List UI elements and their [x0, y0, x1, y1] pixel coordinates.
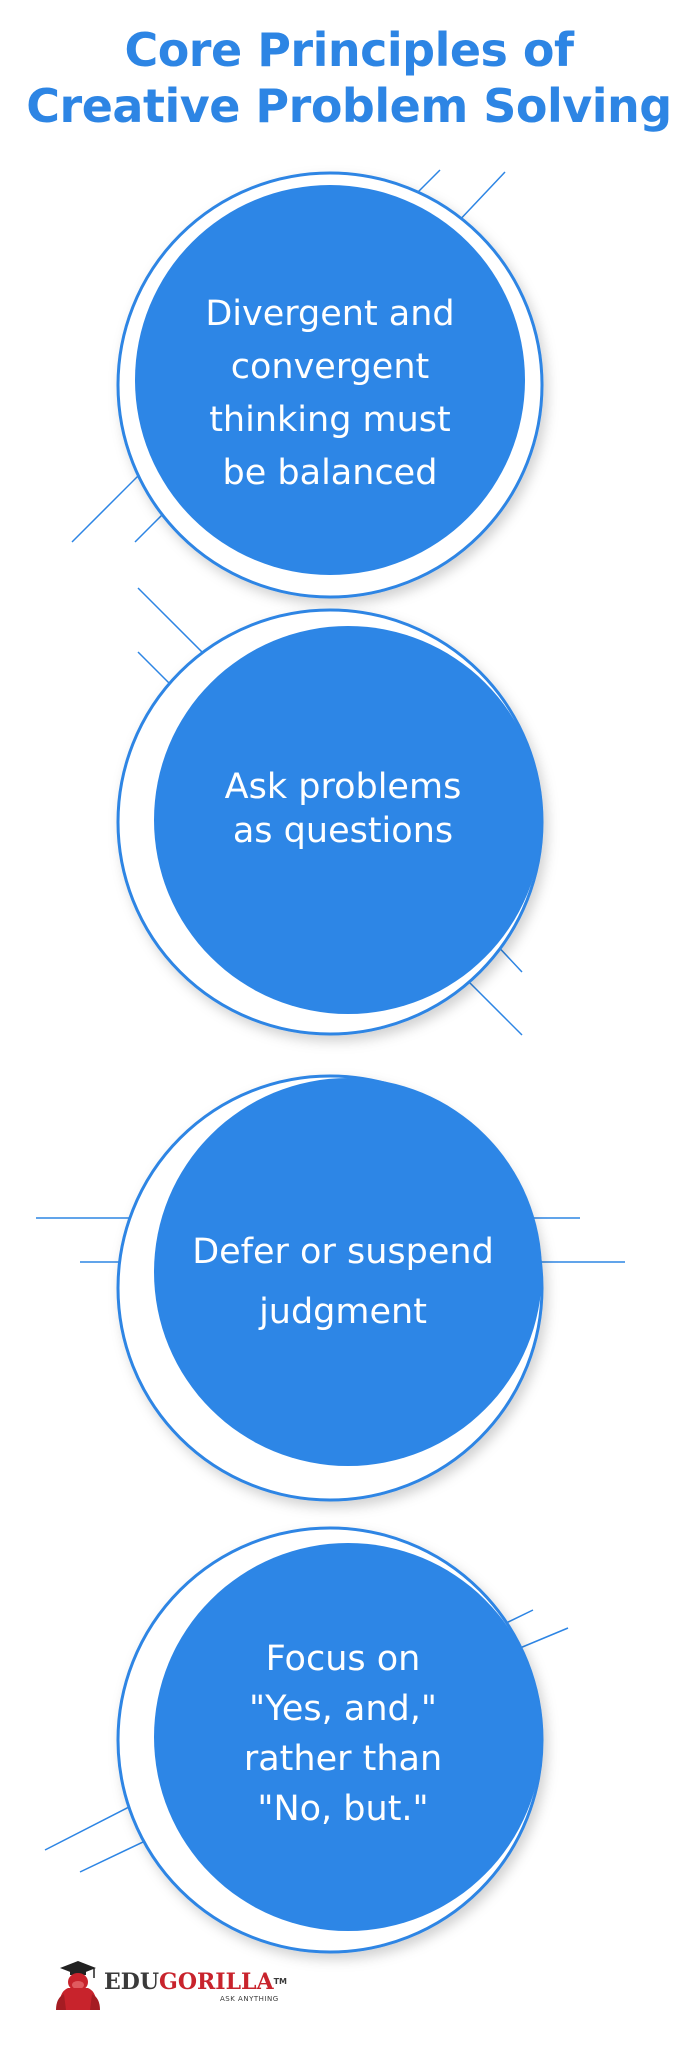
principle-1-line-3: thinking must	[209, 400, 451, 440]
deco-line	[454, 171, 506, 226]
brand-name-part-1: EDU	[104, 1969, 160, 1995]
principle-4-line-1: Focus on	[265, 1639, 421, 1679]
brand-name: EDUGORILLATM	[104, 1970, 287, 1994]
brand-tagline: ASK ANYTHING	[220, 1995, 279, 2003]
principle-4-line-3: rather than	[243, 1739, 443, 1779]
principle-3-line-2: judgment	[259, 1292, 427, 1332]
principle-text-2: Ask problems as questions	[143, 765, 543, 853]
gorilla-graduate-icon	[56, 1961, 100, 2010]
principle-text-3: Defer or suspend judgment	[143, 1222, 543, 1342]
trademark-mark: TM	[273, 1977, 288, 1986]
principle-2-line-1: Ask problems	[224, 767, 462, 807]
principle-card-1	[71, 169, 544, 599]
principle-text-1: Divergent and convergent thinking must b…	[130, 288, 530, 500]
principle-circle	[154, 1543, 542, 1931]
page-title: Core Principles of Creative Problem Solv…	[0, 22, 698, 134]
principle-3-line-1: Defer or suspend	[192, 1232, 494, 1272]
principle-text-4: Focus on "Yes, and," rather than "No, bu…	[143, 1634, 543, 1834]
principle-card-4	[44, 1526, 569, 1954]
principle-4-line-2: "Yes, and,"	[249, 1689, 437, 1729]
title-line-2: Creative Problem Solving	[26, 79, 672, 133]
deco-line	[519, 1627, 569, 1649]
principle-1-line-1: Divergent and	[205, 294, 455, 334]
principle-circle	[154, 1078, 542, 1466]
principle-card-3	[36, 1074, 625, 1502]
deco-line	[71, 473, 141, 543]
principle-4-line-4: "No, but."	[257, 1789, 429, 1829]
principle-1-line-4: be balanced	[222, 453, 438, 493]
brand-logo: EDUGORILLATM ASK ANYTHING	[54, 1958, 294, 2018]
principle-card-2	[116, 587, 544, 1036]
deco-line	[461, 974, 523, 1036]
principle-1-line-2: convergent	[230, 347, 430, 387]
principle-circle	[135, 185, 525, 575]
title-line-1: Core Principles of	[124, 23, 574, 77]
principle-2-line-2: as questions	[232, 811, 454, 851]
principle-circle	[154, 626, 542, 1014]
brand-name-part-2: GORILLA	[159, 1969, 274, 1995]
